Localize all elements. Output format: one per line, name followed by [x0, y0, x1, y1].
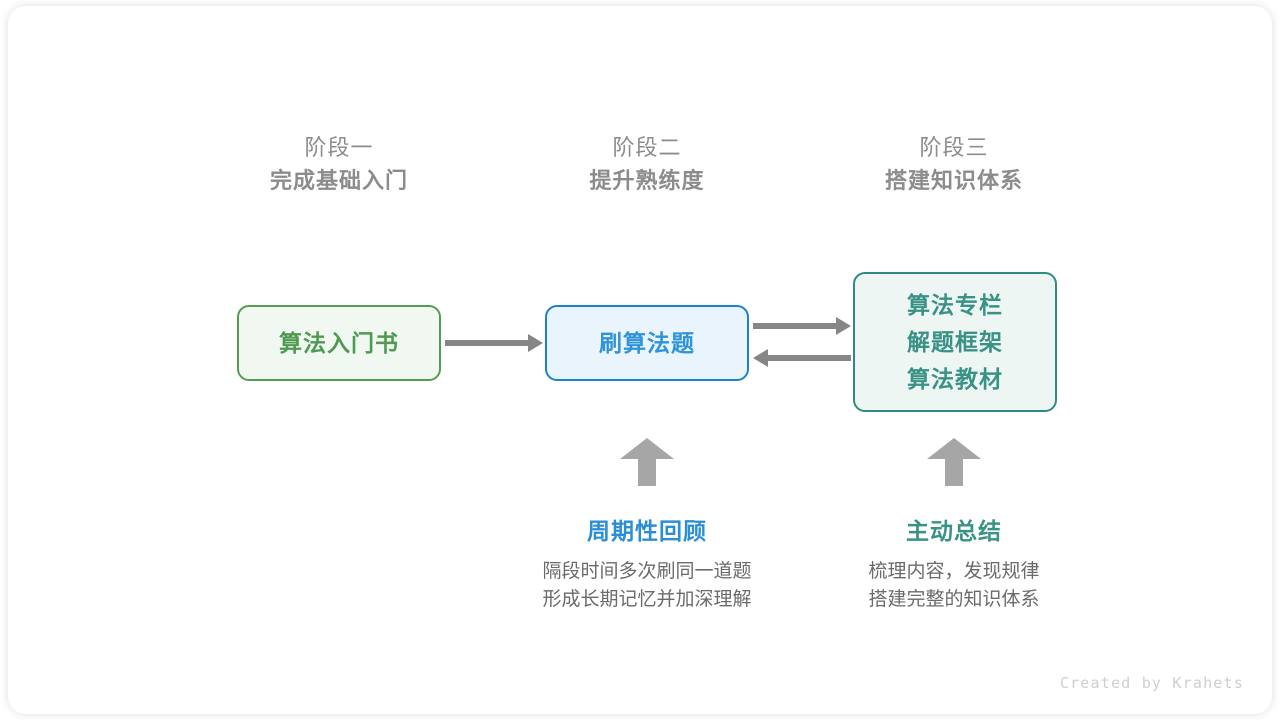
- stage-3-label: 阶段三: [919, 135, 989, 160]
- stage-header-1: 阶段一 完成基础入门: [189, 132, 489, 198]
- stage-2-title: 提升熟练度: [589, 168, 705, 193]
- annotation-review-desc-line-2: 形成长期记忆并加深理解: [542, 589, 752, 610]
- node-book-line-1: 算法入门书: [279, 329, 399, 356]
- credit-text: Created by Krahets: [1059, 674, 1244, 692]
- annotation-summary-desc-line-2: 搭建完整的知识体系: [868, 589, 1040, 610]
- arrow-up-icon-review: [620, 438, 674, 486]
- node-knowledge-resources: 算法专栏 解题框架 算法教材: [853, 272, 1057, 412]
- node-algorithm-intro-book: 算法入门书: [237, 305, 441, 381]
- node-knowledge-line-1: 算法专栏: [907, 291, 1003, 318]
- arrow-up-head: [620, 438, 674, 459]
- node-practice-problems: 刷算法题: [545, 305, 749, 381]
- arrow-up-shaft: [638, 457, 656, 486]
- annotation-periodic-review: 周期性回顾 隔段时间多次刷同一道题 形成长期记忆并加深理解: [477, 514, 817, 614]
- arrow-right-icon-practice-to-knowledge: [753, 317, 851, 335]
- stage-header-2: 阶段二 提升熟练度: [497, 132, 797, 198]
- node-practice-line-1: 刷算法题: [599, 329, 695, 356]
- annotation-summary-desc: 梳理内容，发现规律 搭建完整的知识体系: [784, 558, 1124, 614]
- stage-1-title: 完成基础入门: [269, 168, 408, 193]
- stage-2-label: 阶段二: [612, 135, 682, 160]
- annotation-active-summary: 主动总结 梳理内容，发现规律 搭建完整的知识体系: [784, 514, 1124, 614]
- stage-3-title: 搭建知识体系: [884, 168, 1023, 193]
- arrow-up-head: [927, 438, 981, 459]
- node-knowledge-line-3: 算法教材: [907, 365, 1003, 392]
- annotation-summary-desc-line-1: 梳理内容，发现规律: [868, 561, 1040, 582]
- arrow-up-icon-summary: [927, 438, 981, 486]
- stage-1-label: 阶段一: [304, 135, 374, 160]
- arrow-left-icon-knowledge-to-practice: [753, 349, 851, 367]
- arrow-up-shaft: [945, 457, 963, 486]
- stage-header-3: 阶段三 搭建知识体系: [804, 132, 1104, 198]
- node-knowledge-line-2: 解题框架: [907, 328, 1003, 355]
- annotation-review-desc: 隔段时间多次刷同一道题 形成长期记忆并加深理解: [477, 558, 817, 614]
- annotation-review-desc-line-1: 隔段时间多次刷同一道题: [542, 561, 752, 582]
- arrow-right-icon-book-to-practice: [445, 334, 543, 352]
- annotation-summary-title: 主动总结: [906, 518, 1002, 544]
- annotation-review-title: 周期性回顾: [587, 518, 707, 544]
- diagram-card: 阶段一 完成基础入门 阶段二 提升熟练度 阶段三 搭建知识体系 算法入门书 刷算…: [8, 6, 1272, 714]
